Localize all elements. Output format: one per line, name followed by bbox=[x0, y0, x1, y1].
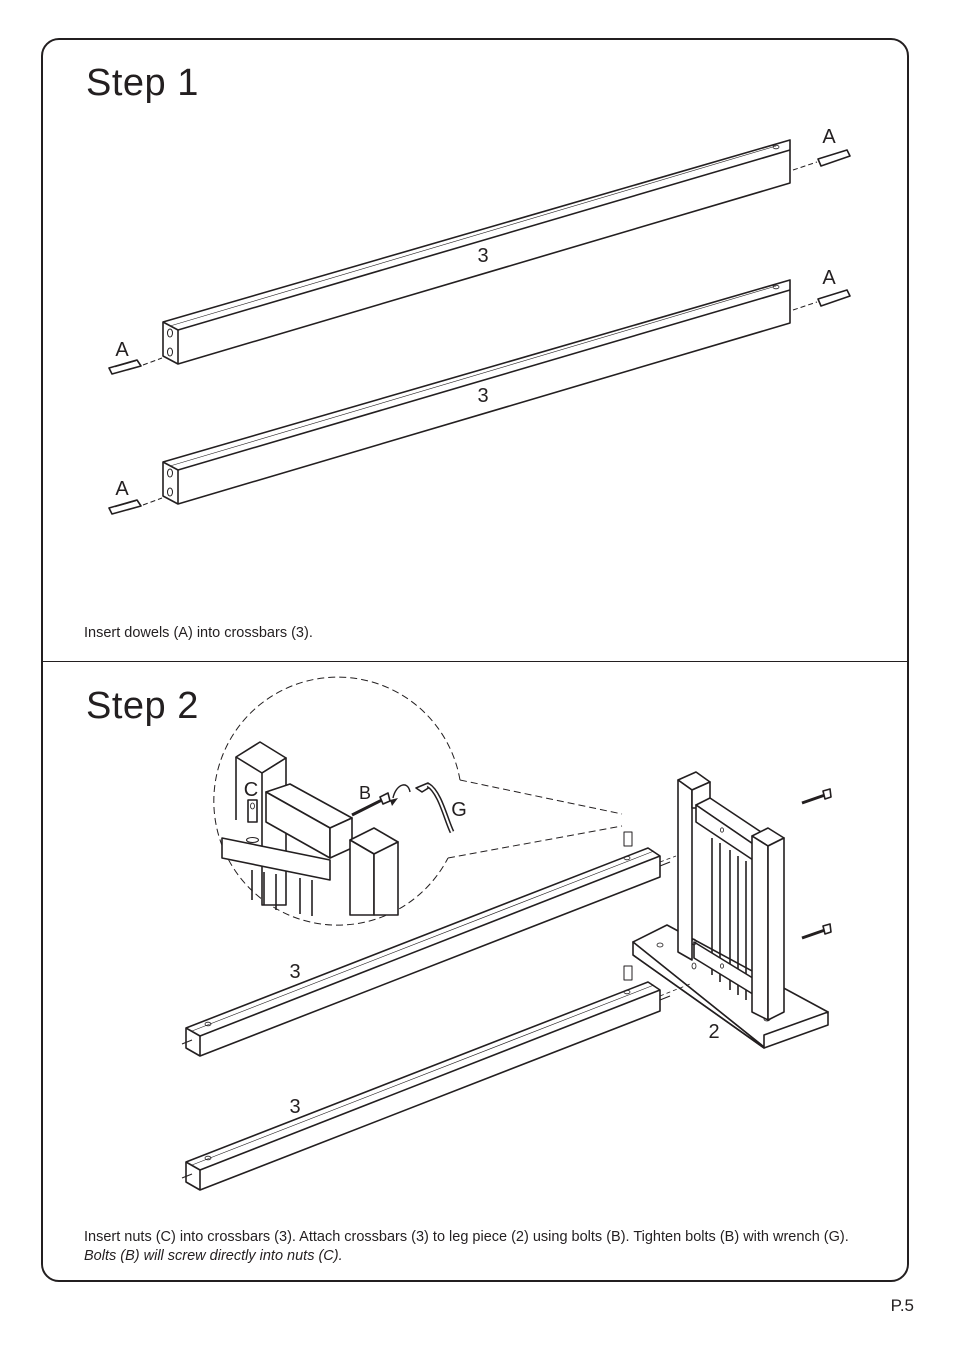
crossbar-label-3: 3 bbox=[477, 245, 488, 267]
dowel-a-bottom-left bbox=[108, 497, 163, 515]
dowel-label-a: A bbox=[822, 126, 836, 148]
crossbar-label-3: 3 bbox=[289, 1096, 300, 1118]
step2-caption: Insert nuts (C) into crossbars (3). Atta… bbox=[84, 1228, 874, 1266]
step1-crossbar-bottom bbox=[162, 279, 791, 505]
step2-caption-note: Bolts (B) will screw directly into nuts … bbox=[84, 1248, 343, 1264]
step2-title: Step 2 bbox=[86, 685, 199, 727]
dowel-label-a: A bbox=[115, 339, 129, 361]
step1-caption: Insert dowels (A) into crossbars (3). bbox=[84, 625, 313, 641]
step2-caption-main: Insert nuts (C) into crossbars (3). Atta… bbox=[84, 1229, 849, 1245]
dowel-label-a: A bbox=[822, 267, 836, 289]
bolt-label-b: B bbox=[359, 783, 371, 803]
nut-label-c: C bbox=[244, 779, 258, 801]
step2-crossbar-lower bbox=[181, 965, 691, 1191]
dowel-a-middle-right bbox=[792, 289, 851, 311]
dowel-a-top-left bbox=[108, 357, 163, 375]
step1-title: Step 1 bbox=[86, 62, 199, 104]
page-frame bbox=[41, 38, 909, 1282]
dowel-a-top-right bbox=[792, 149, 851, 171]
wrench-label-g: G bbox=[451, 799, 467, 821]
leg-piece-2 bbox=[632, 771, 832, 1049]
dowel-label-a: A bbox=[115, 478, 129, 500]
step1-crossbar-top bbox=[162, 139, 791, 365]
detail-callout bbox=[213, 676, 623, 926]
crossbar-label-3: 3 bbox=[477, 385, 488, 407]
page-number: P.5 bbox=[890, 1296, 914, 1315]
step-divider bbox=[43, 661, 909, 662]
step2-crossbar-upper bbox=[181, 831, 677, 1057]
crossbar-label-3: 3 bbox=[289, 961, 300, 983]
leg-label-2: 2 bbox=[708, 1021, 719, 1043]
